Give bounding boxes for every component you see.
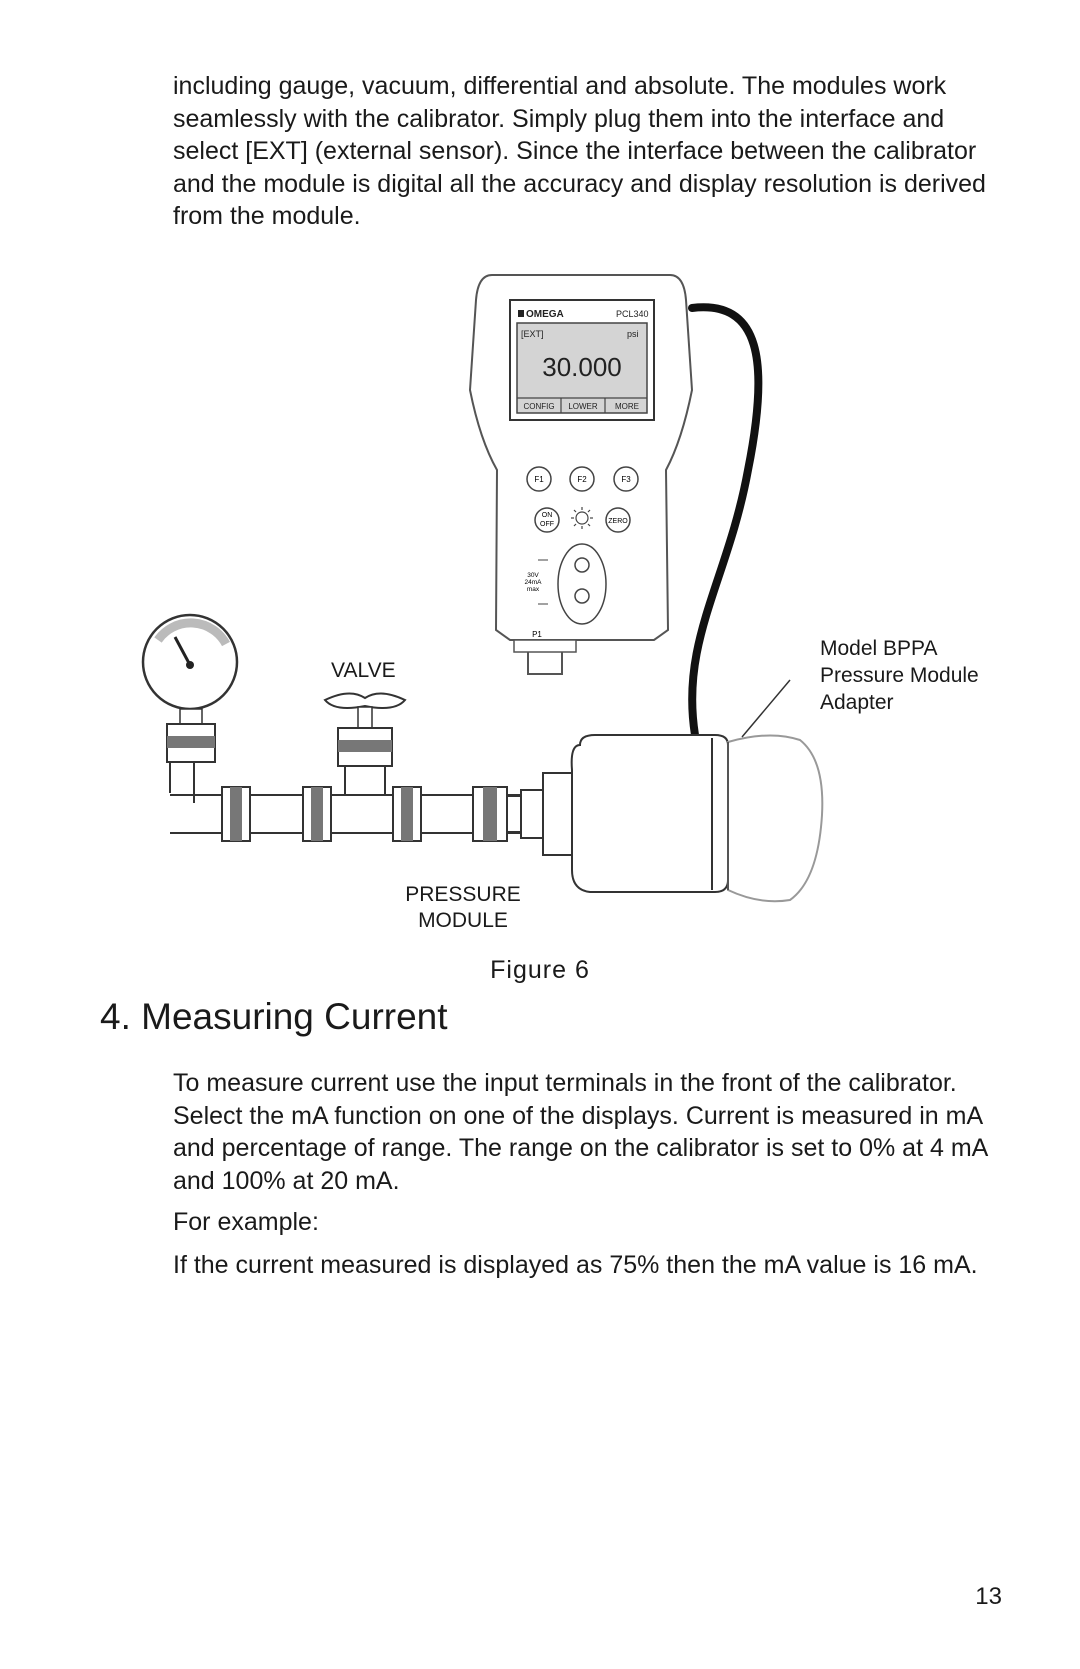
adapter-label-line1: Model BPPA <box>820 637 938 660</box>
svg-text:max: max <box>527 586 540 593</box>
page-number: 13 <box>975 1583 1002 1610</box>
softkey-more: MORE <box>615 402 639 411</box>
svg-text:ZERO: ZERO <box>608 518 628 525</box>
zero-key <box>605 507 631 533</box>
adapter-label-line2: Pressure Module <box>820 664 979 687</box>
port-label: P1 <box>532 630 542 639</box>
svg-text:F3: F3 <box>621 475 631 484</box>
model-label: PCL340 <box>616 309 649 319</box>
omega-logo: OMEGA <box>518 309 564 320</box>
body-paragraph-3: If the current measured is displayed as … <box>173 1251 978 1279</box>
f1-key <box>526 466 552 492</box>
bppa-adapter <box>727 734 824 903</box>
svg-text:30V: 30V <box>527 572 539 579</box>
svg-text:F2: F2 <box>577 475 587 484</box>
backlight-icon <box>571 507 593 529</box>
pressure-module <box>570 734 824 903</box>
body-paragraph-1: To measure current use the input termina… <box>173 1069 987 1195</box>
lcd-unit-label: psi <box>627 329 639 339</box>
module-cable <box>688 303 763 739</box>
svg-text:F1: F1 <box>534 475 544 484</box>
adapter-label-line3: Adapter <box>820 691 894 714</box>
body-paragraph-2: For example: <box>173 1208 319 1236</box>
svg-text:OMEGA: OMEGA <box>526 309 564 320</box>
valve <box>323 692 407 795</box>
valve-label: VALVE <box>331 659 396 682</box>
f2-key <box>569 466 595 492</box>
svg-text:OFF: OFF <box>540 521 554 528</box>
input-terminal-panel <box>557 543 607 625</box>
figure-6-illustration: OMEGA PCL340 [EXT] psi 30.000 CONFIG LOW… <box>0 255 1080 975</box>
intro-paragraph: including gauge, vacuum, differential an… <box>173 72 986 230</box>
calibrator-device: OMEGA PCL340 [EXT] psi 30.000 CONFIG LOW… <box>468 274 694 675</box>
pressure-module-label-line1: PRESSURE <box>405 883 521 906</box>
power-key <box>534 507 560 533</box>
svg-text:ON: ON <box>542 512 553 519</box>
softkey-config: CONFIG <box>523 402 554 411</box>
pressure-gauge <box>141 613 239 803</box>
figure-caption: Figure 6 <box>490 956 590 984</box>
lcd-mode-label: [EXT] <box>521 329 544 339</box>
lcd-reading: 30.000 <box>542 352 622 382</box>
softkey-lower: LOWER <box>568 402 598 411</box>
pressure-pipe <box>170 772 574 856</box>
pressure-module-label-line2: MODULE <box>418 909 508 932</box>
section-heading: 4. Measuring Current <box>100 996 448 1037</box>
svg-text:24mA: 24mA <box>525 579 543 586</box>
f3-key <box>613 466 639 492</box>
